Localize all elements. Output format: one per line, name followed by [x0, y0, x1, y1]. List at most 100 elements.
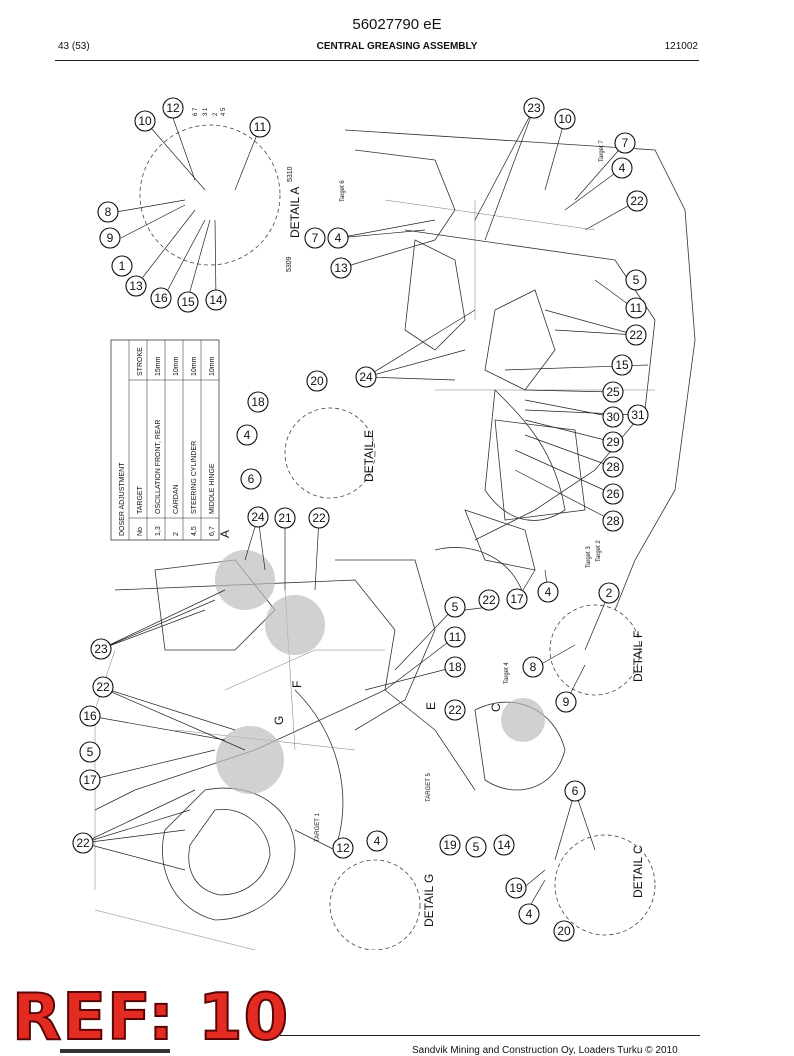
callout-bubble: 11: [625, 297, 647, 319]
callout-bubble: 12: [162, 97, 184, 119]
svg-text:3 1: 3 1: [203, 107, 209, 116]
svg-text:Target 7: Target 7: [599, 140, 605, 162]
assembly-drawing: DOSER ADJUSTMENT No TARGET STROKE 1,3 OS…: [72, 97, 696, 950]
area-letters: A F G E C: [218, 530, 503, 725]
callout-bubble: 5: [465, 836, 487, 858]
svg-text:30: 30: [606, 410, 620, 424]
callout-bubble: 22: [444, 699, 466, 721]
svg-text:18: 18: [448, 660, 462, 674]
svg-text:15: 15: [615, 358, 629, 372]
svg-text:F: F: [290, 681, 304, 688]
svg-text:Target 3: Target 3: [586, 546, 592, 568]
company-logo: [60, 1049, 170, 1053]
svg-text:5: 5: [452, 600, 459, 614]
callout-bubble: 23: [523, 97, 545, 119]
callout-bubble: 4: [366, 830, 388, 852]
callout-bubble: 26: [602, 483, 624, 505]
callout-bubble: 13: [330, 257, 352, 279]
highlight-zones: [215, 550, 545, 794]
callout-bubble: 19: [505, 877, 527, 899]
page-number: 43 (53): [58, 41, 90, 52]
callout-bubble: 22: [626, 190, 648, 212]
svg-text:4: 4: [545, 585, 552, 599]
table-cell: 1,3: [155, 526, 162, 536]
svg-text:28: 28: [606, 514, 620, 528]
svg-text:11: 11: [449, 630, 462, 644]
table-header-target: TARGET: [137, 485, 144, 514]
svg-text:G: G: [272, 716, 286, 725]
leader-lines: [82, 107, 649, 917]
svg-text:5: 5: [633, 273, 640, 287]
callout-bubble: 20: [553, 920, 575, 942]
callout-bubble: 22: [625, 324, 647, 346]
svg-text:15: 15: [181, 295, 195, 309]
svg-text:9: 9: [563, 695, 570, 709]
page-title: CENTRAL GREASING ASSEMBLY: [316, 41, 478, 52]
document-code: 121002: [664, 41, 698, 52]
svg-text:6: 6: [248, 472, 255, 486]
table-cell: 10mm: [209, 356, 216, 376]
svg-text:20: 20: [557, 924, 571, 938]
callout-bubble: 2: [598, 582, 620, 604]
table-cell: CARDAN: [173, 484, 180, 514]
detail-f-label: DETAIL F: [631, 631, 645, 682]
svg-text:16: 16: [154, 291, 168, 305]
svg-text:13: 13: [334, 261, 348, 275]
svg-text:5: 5: [473, 840, 480, 854]
callout-bubble: 31: [627, 404, 649, 426]
detail-c-label: DETAIL C: [631, 845, 645, 898]
svg-text:11: 11: [630, 301, 643, 315]
callout-bubble: 16: [79, 705, 101, 727]
svg-text:2: 2: [606, 586, 613, 600]
callout-bubble: 7: [614, 132, 636, 154]
callout-bubble: 15: [611, 354, 633, 376]
svg-text:22: 22: [312, 511, 326, 525]
svg-text:14: 14: [209, 293, 223, 307]
callout-bubble: 9: [555, 691, 577, 713]
svg-text:19: 19: [509, 881, 523, 895]
callout-bubble: 6: [240, 468, 262, 490]
svg-text:10: 10: [138, 114, 152, 128]
svg-text:26: 26: [606, 487, 620, 501]
svg-text:24: 24: [251, 510, 265, 524]
svg-text:24: 24: [359, 370, 373, 384]
detail-a-label: DETAIL A: [288, 187, 302, 238]
table-cell: STEERING CYLINDER: [191, 441, 198, 514]
table-title: DOSER ADJUSTMENT: [119, 462, 126, 536]
callout-bubble: 16: [150, 287, 172, 309]
svg-text:C: C: [489, 703, 503, 712]
svg-text:10: 10: [558, 112, 572, 126]
svg-text:4: 4: [526, 907, 533, 921]
svg-text:17: 17: [83, 773, 97, 787]
table-cell: 4,5: [191, 526, 198, 536]
document-number: 56027790 eE: [352, 16, 442, 33]
small-labels: 5310 5309 TARGET 1 TARGET 5 Target 6 Tar…: [193, 107, 605, 842]
copyright-text: Sandvik Mining and Construction Oy, Load…: [412, 1045, 678, 1056]
callout-bubble: 17: [506, 588, 528, 610]
detail-labels: DETAIL A DETAIL E DETAIL F DETAIL C DETA…: [288, 187, 645, 927]
callout-bubble: 28: [602, 510, 624, 532]
svg-text:TARGET 5: TARGET 5: [426, 773, 432, 802]
svg-text:1: 1: [119, 259, 126, 273]
callout-bubble: 5: [444, 596, 466, 618]
svg-text:5: 5: [87, 745, 94, 759]
callout-bubble: 21: [274, 507, 296, 529]
svg-text:Target 6: Target 6: [340, 180, 346, 202]
svg-text:8: 8: [530, 660, 537, 674]
svg-text:13: 13: [129, 279, 143, 293]
svg-text:25: 25: [606, 385, 620, 399]
svg-text:22: 22: [629, 328, 643, 342]
svg-text:4: 4: [374, 834, 381, 848]
svg-text:Target 2: Target 2: [596, 540, 602, 562]
callout-bubble: 10: [134, 110, 156, 132]
svg-text:A: A: [218, 530, 232, 538]
callout-bubble: 10: [554, 108, 576, 130]
callout-bubble: 4: [236, 424, 258, 446]
svg-text:7: 7: [312, 231, 319, 245]
callout-bubble: 5: [79, 741, 101, 763]
callout-bubble: 24: [247, 506, 269, 528]
svg-text:23: 23: [94, 642, 108, 656]
callout-bubble: 7: [304, 227, 326, 249]
callout-bubble: 11: [444, 626, 466, 648]
svg-text:6 7: 6 7: [193, 107, 199, 116]
